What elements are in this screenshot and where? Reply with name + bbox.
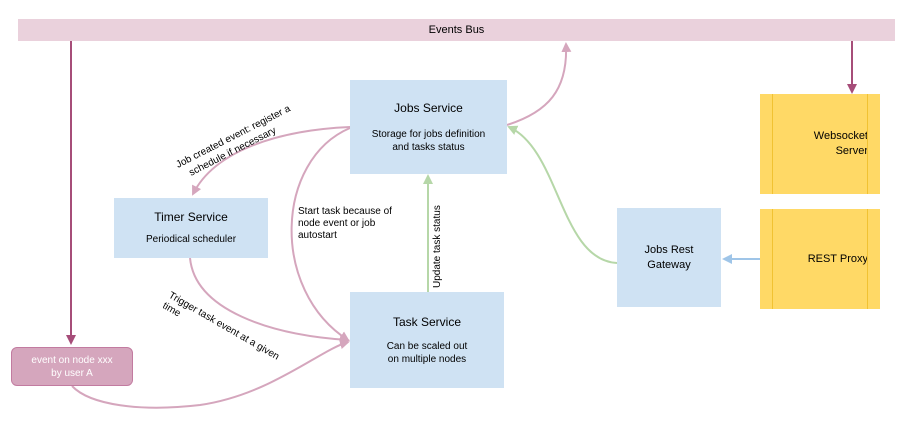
task-service-title: Task Service (392, 314, 462, 329)
label-start-task: Start task because of node event or job … (298, 206, 392, 242)
label-job-created: Job created event: register a schedule i… (174, 103, 292, 178)
arrow-timer-to-task (189, 257, 350, 345)
label-start-task-line3: autostart (298, 230, 337, 241)
timer-service-title: Timer Service (154, 210, 228, 224)
jobs-service-desc-line1: Storage for jobs definition (371, 128, 486, 140)
task-service-desc-line2: on multiple nodes (387, 353, 467, 365)
rest-proxy-label: REST Proxy (807, 252, 868, 265)
task-service-desc-line1: Can be scaled out (386, 340, 468, 352)
websocket-server-box: Websocket Server (760, 94, 880, 194)
label-start-task-line1: Start task because of (298, 206, 392, 217)
websocket-server-line1: Websocket (813, 130, 868, 142)
user-event-line1: event on node xxx (31, 354, 113, 366)
arrow-gateway-to-jobs (507, 125, 618, 264)
label-job-created-line1: Job created event: register a (174, 103, 292, 171)
label-update-status: Update task status (432, 205, 443, 288)
task-service-box: Task Service Can be scaled out on multip… (350, 292, 504, 388)
jobs-service-desc-line2: and tasks status (392, 141, 465, 153)
label-start-task-line2: node event or job (298, 218, 376, 229)
jobs-service-title: Jobs Service (394, 100, 463, 115)
timer-service-box: Timer Service Periodical scheduler (114, 198, 268, 258)
user-event-line2: by user A (51, 367, 93, 379)
jobs-rest-gateway-line2: Gateway (647, 258, 691, 271)
jobs-rest-gateway-line1: Jobs Rest (644, 243, 694, 256)
arrow-jobs-to-bus (506, 42, 572, 126)
events-bus-label: Events Bus (428, 24, 485, 36)
svg-text:Update task status: Update task status (432, 205, 443, 288)
jobs-service-box: Jobs Service Storage for jobs definition… (350, 80, 507, 174)
arrow-jobs-to-task (290, 127, 351, 342)
user-event-box: event on node xxx by user A (11, 347, 133, 386)
timer-service-desc: Periodical scheduler (145, 234, 237, 245)
websocket-server-line2: Server (835, 145, 868, 157)
label-trigger: Trigger task event at a given time (161, 290, 281, 362)
rest-proxy-box: REST Proxy (760, 209, 880, 309)
arrow-jobs-to-timer (192, 126, 351, 196)
jobs-rest-gateway-box: Jobs Rest Gateway (617, 208, 721, 307)
events-bus: Events Bus (18, 19, 895, 41)
arrow-user-event-to-task (71, 339, 350, 409)
